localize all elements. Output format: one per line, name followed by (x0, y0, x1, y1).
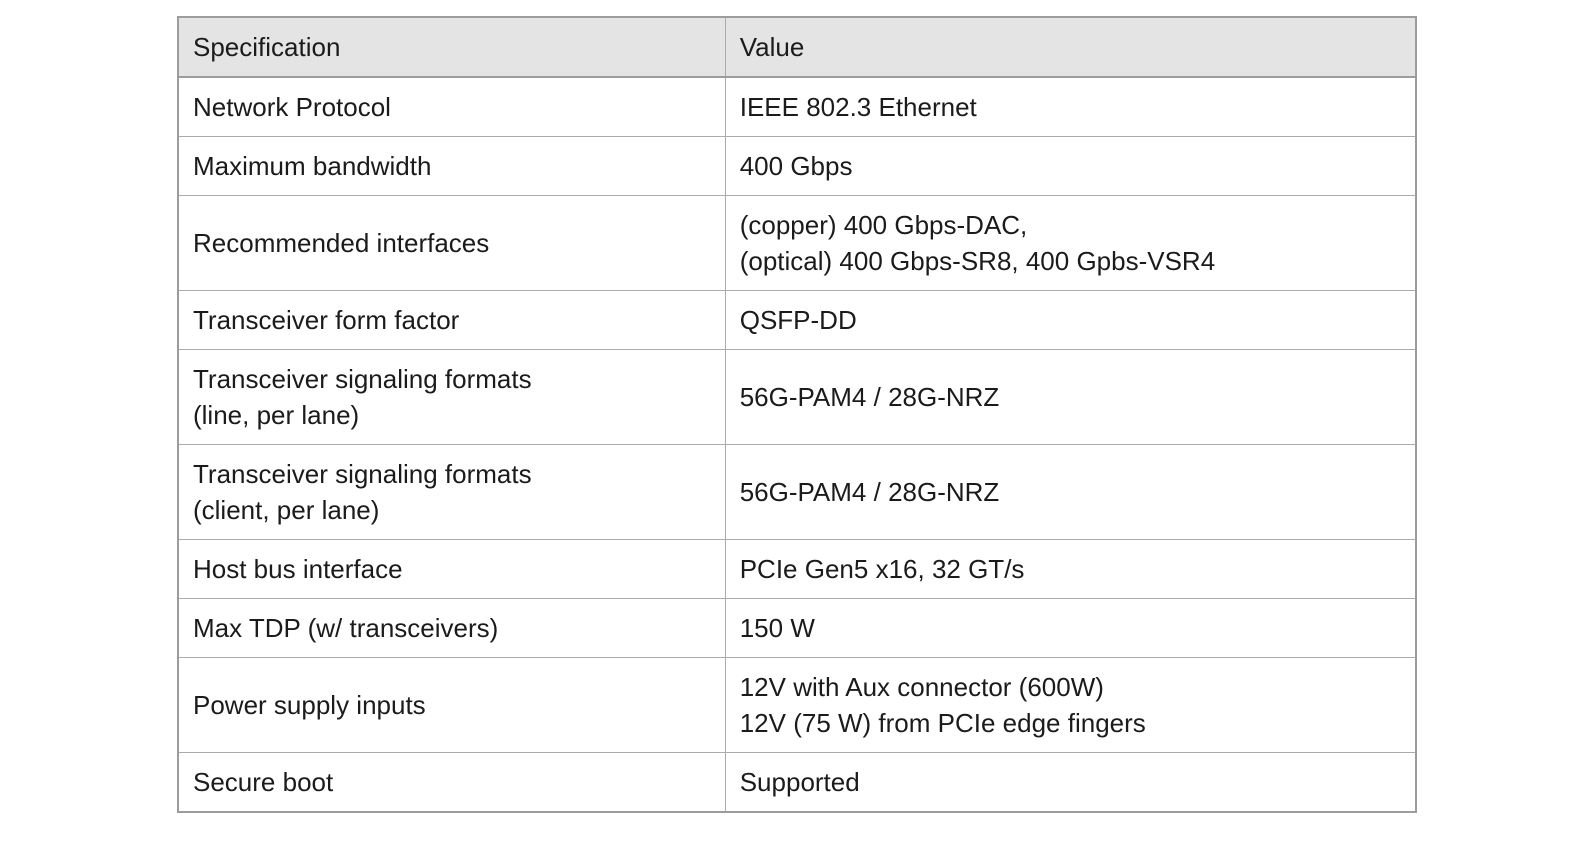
table-row: Max TDP (w/ transceivers) 150 W (177, 598, 1417, 658)
value-cell: 56G-PAM4 / 28G-NRZ (724, 349, 1417, 445)
spec-cell: Recommended interfaces (177, 195, 726, 291)
header-cell-value: Value (724, 16, 1417, 78)
table-row: Transceiver form factor QSFP-DD (177, 290, 1417, 350)
value-cell: 12V with Aux connector (600W) 12V (75 W)… (724, 657, 1417, 753)
spec-cell: Transceiver form factor (177, 290, 726, 350)
value-cell: 400 Gbps (724, 136, 1417, 196)
table-row: Host bus interface PCIe Gen5 x16, 32 GT/… (177, 539, 1417, 599)
spec-cell: Host bus interface (177, 539, 726, 599)
spec-cell: Transceiver signaling formats (client, p… (177, 444, 726, 540)
spec-cell: Network Protocol (177, 76, 726, 137)
spec-cell: Power supply inputs (177, 657, 726, 753)
value-cell: IEEE 802.3 Ethernet (724, 76, 1417, 137)
value-cell: Supported (724, 752, 1417, 813)
value-cell: 150 W (724, 598, 1417, 658)
spec-table-container: Specification Value Network Protocol IEE… (177, 16, 1417, 813)
specification-table: Specification Value Network Protocol IEE… (177, 16, 1417, 813)
value-cell: QSFP-DD (724, 290, 1417, 350)
table-row: Secure boot Supported (177, 752, 1417, 813)
value-cell: 56G-PAM4 / 28G-NRZ (724, 444, 1417, 540)
spec-cell: Transceiver signaling formats (line, per… (177, 349, 726, 445)
spec-cell: Secure boot (177, 752, 726, 813)
table-row: Network Protocol IEEE 802.3 Ethernet (177, 76, 1417, 137)
table-row: Recommended interfaces (copper) 400 Gbps… (177, 195, 1417, 291)
table-row: Transceiver signaling formats (line, per… (177, 349, 1417, 445)
spec-cell: Max TDP (w/ transceivers) (177, 598, 726, 658)
spec-cell: Maximum bandwidth (177, 136, 726, 196)
table-header-row: Specification Value (177, 16, 1417, 78)
table-row: Maximum bandwidth 400 Gbps (177, 136, 1417, 196)
header-cell-specification: Specification (177, 16, 726, 78)
value-cell: (copper) 400 Gbps-DAC, (optical) 400 Gbp… (724, 195, 1417, 291)
table-row: Transceiver signaling formats (client, p… (177, 444, 1417, 540)
table-row: Power supply inputs 12V with Aux connect… (177, 657, 1417, 753)
value-cell: PCIe Gen5 x16, 32 GT/s (724, 539, 1417, 599)
